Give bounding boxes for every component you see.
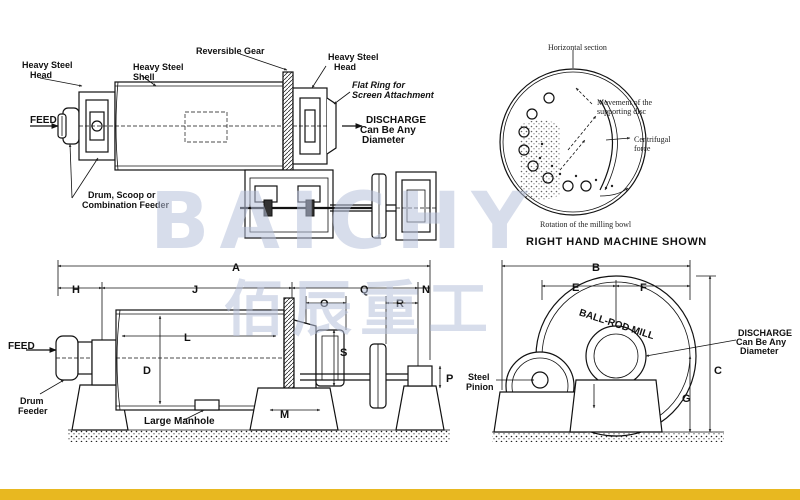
footer-accent-bar [0, 489, 800, 500]
dim-l: L [184, 332, 191, 344]
svg-text:Feeder: Feeder [18, 406, 48, 416]
label-feed-top: FEED [30, 115, 57, 126]
label-steel-pinion: Steel Pinion [466, 372, 494, 392]
pinion-shaft-top [330, 173, 400, 239]
svg-text:Centrifugal: Centrifugal [634, 135, 671, 144]
label-heavy-steel-head-right: Heavy Steel Head [328, 52, 379, 72]
label-right-hand-machine: RIGHT HAND MACHINE SHOWN [526, 236, 707, 248]
label-rotation: Rotation of the milling bowl [540, 220, 632, 229]
svg-text:Can Be Any: Can Be Any [360, 125, 416, 136]
dimension-letters-right: B E F C G [572, 262, 722, 405]
label-drum-scoop: Drum, Scoop or Combination Feeder [82, 190, 170, 210]
dimension-lines-left [57, 260, 442, 412]
dim-m: M [280, 409, 289, 421]
dim-f: F [640, 282, 647, 294]
label-heavy-steel-shell: Heavy Steel Shell [133, 62, 184, 82]
watermark-latin: BAICHY [150, 177, 538, 267]
dim-s: S [340, 347, 347, 359]
label-feed-bottom: FEED [8, 341, 35, 352]
svg-text:DISCHARGE: DISCHARGE [366, 115, 426, 126]
svg-text:Diameter: Diameter [362, 135, 405, 146]
label-centrifugal: Centrifugal force [634, 135, 671, 153]
svg-text:Heavy Steel: Heavy Steel [133, 62, 184, 72]
label-discharge-right: DISCHARGE Can Be Any Diameter [736, 328, 792, 356]
milling-bowl-section [499, 50, 647, 216]
left-head-block [78, 91, 116, 161]
dim-n: N [422, 284, 430, 296]
drum-feeder-elevation [55, 335, 100, 381]
svg-text:Steel: Steel [468, 372, 490, 382]
svg-text:Screen Attachment: Screen Attachment [352, 90, 435, 100]
watermark-cjk: 佰辰重工 [224, 275, 496, 345]
dim-h: H [72, 284, 80, 296]
mill-plan-view [30, 53, 437, 241]
mill-shell-top [114, 81, 284, 171]
dim-e: E [572, 282, 579, 294]
label-heavy-steel-head-left: Heavy Steel Head [22, 60, 73, 80]
dim-p: P [446, 373, 453, 385]
dim-o: O [320, 298, 329, 310]
label-drum-feeder: Drum Feeder [18, 396, 48, 416]
motor-block-top [395, 171, 437, 241]
svg-text:Can Be Any: Can Be Any [736, 337, 786, 347]
dim-d: D [143, 365, 151, 377]
svg-text:Head: Head [30, 70, 52, 80]
svg-text:Flat Ring for: Flat Ring for [352, 80, 405, 90]
label-discharge-top: DISCHARGE Can Be Any Diameter [360, 115, 426, 146]
svg-text:Heavy Steel: Heavy Steel [328, 52, 379, 62]
feed-inlet-top [57, 107, 80, 145]
dim-g: G [682, 393, 691, 405]
dim-j: J [192, 284, 198, 296]
label-large-manhole: Large Manhole [144, 416, 215, 427]
svg-text:Diameter: Diameter [740, 346, 779, 356]
svg-text:Movement of the: Movement of the [597, 98, 653, 107]
label-reversible-gear: Reversible Gear [196, 46, 265, 56]
svg-text:Pinion: Pinion [466, 382, 494, 392]
drive-base-top [240, 169, 380, 239]
svg-text:Combination Feeder: Combination Feeder [82, 200, 170, 210]
label-flat-ring: Flat Ring for Screen Attachment [352, 80, 435, 100]
svg-text:Drum, Scoop or: Drum, Scoop or [88, 190, 156, 200]
svg-text:Head: Head [334, 62, 356, 72]
dim-a: A [232, 262, 240, 274]
large-manhole [194, 399, 220, 411]
label-movement: Movement of the supporting disc [597, 98, 653, 116]
dim-c: C [714, 365, 722, 377]
dimension-letters-left: A H J O Q R N L D S M P [72, 262, 453, 421]
dim-b: B [592, 262, 600, 274]
svg-text:supporting disc: supporting disc [597, 107, 647, 116]
svg-text:Heavy Steel: Heavy Steel [22, 60, 73, 70]
grinding-balls [518, 92, 614, 200]
svg-text:DISCHARGE: DISCHARGE [738, 328, 792, 338]
right-head-block [292, 87, 337, 165]
mill-end-view [492, 260, 737, 442]
label-horizontal-section: Horizontal section [548, 43, 607, 52]
dim-r: R [396, 298, 404, 310]
svg-text:Shell: Shell [133, 72, 155, 82]
svg-text:Drum: Drum [20, 396, 44, 406]
dim-q: Q [360, 284, 369, 296]
watermark: BAICHY 佰辰重工 [150, 177, 538, 345]
svg-text:force: force [634, 144, 651, 153]
